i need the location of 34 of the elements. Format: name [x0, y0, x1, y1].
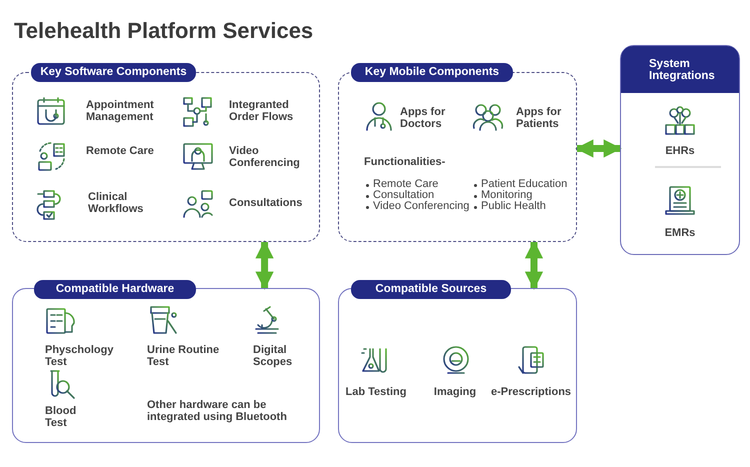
- item-label: Urine Routine Test: [147, 345, 220, 368]
- panel-heading: System Integrations: [649, 58, 716, 82]
- double-arrow: [575, 139, 622, 158]
- item-label: Video Conferencing: [229, 146, 301, 170]
- integration-panel: [620, 45, 740, 255]
- list-item-text: Public Health: [481, 201, 546, 213]
- section-heading: Functionalities-: [364, 157, 446, 169]
- list-item-text: Video Conferencing: [373, 201, 470, 213]
- item-label: EMRs: [664, 228, 696, 240]
- heading-pill: Compatible Hardware: [34, 280, 196, 299]
- item-label: Apps for Patients: [516, 107, 562, 130]
- heading-pill: Compatible Sources: [351, 280, 511, 299]
- item-label: Blood Test: [45, 406, 78, 430]
- double-arrow: [524, 240, 544, 290]
- item-label: Integranted Order Flows: [229, 100, 294, 124]
- item-label: Physchology Test: [45, 345, 114, 368]
- item-label: Remote Care: [86, 146, 155, 158]
- list-item-text: Consultation: [373, 190, 434, 201]
- item-label: Appointment Management: [86, 100, 155, 124]
- item-label: Other hardware can be integrated using Bluetooth: [147, 400, 287, 424]
- double-arrow: [255, 240, 274, 290]
- list-item-text: Remote Care: [373, 179, 438, 190]
- item-label: Clinical Workflows: [88, 192, 144, 216]
- heading-pill: Key Mobile Components: [351, 63, 513, 82]
- item-label: EHRs: [664, 146, 696, 158]
- item-label: e-Prescriptions: [490, 387, 572, 399]
- item-label: Digital Scopes: [253, 345, 294, 368]
- list-item-text: Monitoring: [481, 190, 532, 201]
- item-label: Apps for Doctors: [400, 107, 446, 130]
- diagram-title: Telehealth Platform Services: [14, 18, 314, 44]
- list-item-text: Patient Education: [481, 179, 568, 190]
- item-label: Lab Testing: [344, 387, 408, 399]
- heading-pill: Key Software Components: [31, 63, 196, 82]
- item-label: Consultations: [229, 198, 304, 210]
